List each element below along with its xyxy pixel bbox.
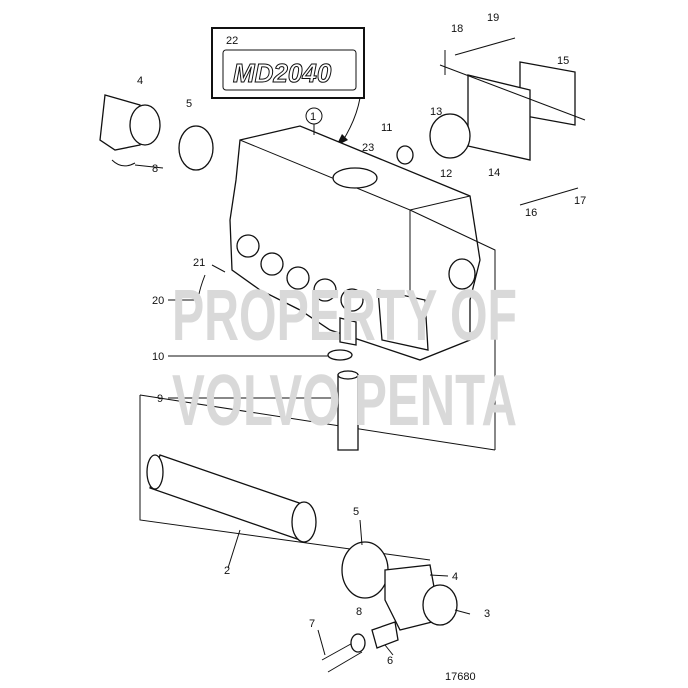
decal-md2040-text: MD2040 [233,58,332,88]
callout-8: 8 [152,163,158,175]
callout-13: 13 [430,106,442,118]
clamp-5-lower [341,541,389,599]
callout-2: 2 [224,565,230,577]
elbow-upper [99,94,214,171]
callout-17: 17 [574,195,586,207]
callout-5-lower: 5 [353,506,359,518]
hose-20 [196,274,206,321]
callout-21: 21 [193,257,205,269]
exhaust-manifold [229,125,481,361]
callout-12: 12 [440,168,452,180]
callout-5: 5 [186,98,192,110]
callout-20: 20 [152,295,164,307]
assembly-outline [139,209,496,561]
watermark: PROPERTY OF VOLVO PENTA [172,276,517,441]
callout-22: 22 [226,35,238,47]
callout-14: 14 [488,167,500,179]
callout-9: 9 [157,393,163,405]
leader-arrow [341,97,361,143]
callouts: 1 4 5 8 18 19 15 13 11 12 14 23 16 17 21… [137,12,586,683]
callout-8-lower: 8 [356,606,362,618]
watermark-line-2: VOLVO PENTA [172,361,517,441]
callout-4: 4 [137,75,143,87]
hose-6 [371,621,399,649]
callout-15: 15 [557,55,569,67]
callout-4-lower: 4 [452,571,458,583]
callout-1: 1 [310,111,316,123]
leader-lines [134,124,471,656]
callout-11: 11 [381,122,392,134]
callout-18: 18 [451,23,463,35]
callout-7: 7 [309,618,315,630]
flange-parts [396,37,586,206]
clamp-8-lower [350,633,366,653]
callout-10: 10 [152,351,164,363]
watermark-line-1: PROPERTY OF [172,276,517,356]
callout-23: 23 [362,142,374,154]
decal-panel: 22 MD2040 [211,27,365,146]
callout-16: 16 [525,207,537,219]
muffler-2 [149,454,306,541]
figure-number: 17680 [445,671,476,683]
hose-9-end [337,370,359,380]
callout-6: 6 [387,655,393,667]
callout-3: 3 [484,608,490,620]
callout-19: 19 [487,12,499,24]
clamp-10 [327,349,353,361]
